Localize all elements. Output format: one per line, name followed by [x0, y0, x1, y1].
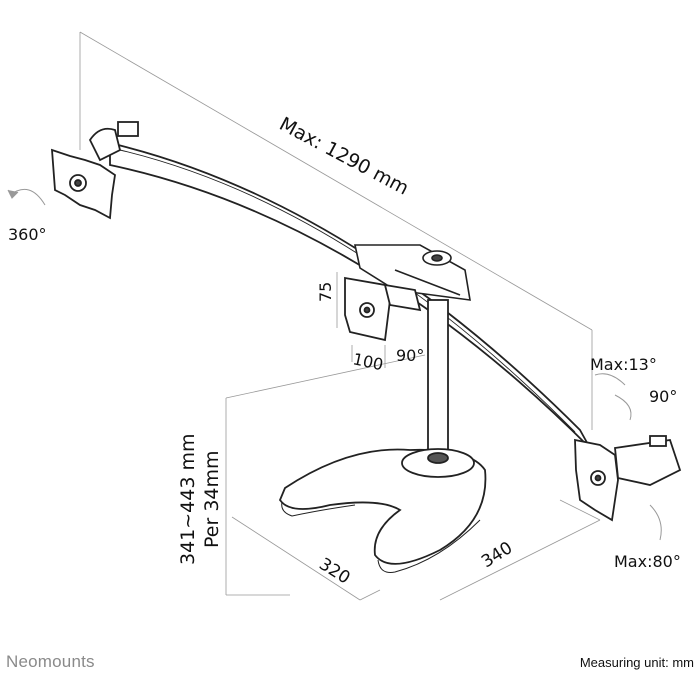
swivel-angle-label: 90°	[649, 387, 677, 406]
rotation-angle-label: 360°	[8, 225, 47, 244]
center-clamp	[354, 244, 471, 301]
dimension-lines	[79, 31, 601, 601]
height-step-label: Per 34mm	[201, 450, 223, 548]
tilt-down-label: Max:80°	[614, 552, 681, 571]
angle-arrows	[7, 188, 662, 541]
center-vesa-plate	[344, 276, 422, 342]
left-vesa-plate	[51, 121, 139, 220]
pole	[427, 299, 449, 461]
measuring-unit-label: Measuring unit: mm	[579, 655, 694, 670]
vesa-width-label: 100	[351, 349, 385, 374]
vesa-height-label: 75	[316, 282, 335, 302]
height-range-label: 341~443 mm	[177, 433, 199, 565]
right-vesa-plate	[574, 435, 682, 522]
brand-logo: Neomounts	[6, 652, 95, 671]
center-tilt-label: 90°	[396, 346, 424, 365]
max-width-label: Max: 1290 mm	[276, 113, 413, 200]
tilt-up-label: Max:13°	[590, 355, 657, 374]
base-width-label: 340	[478, 538, 516, 572]
stand-base	[278, 448, 487, 573]
